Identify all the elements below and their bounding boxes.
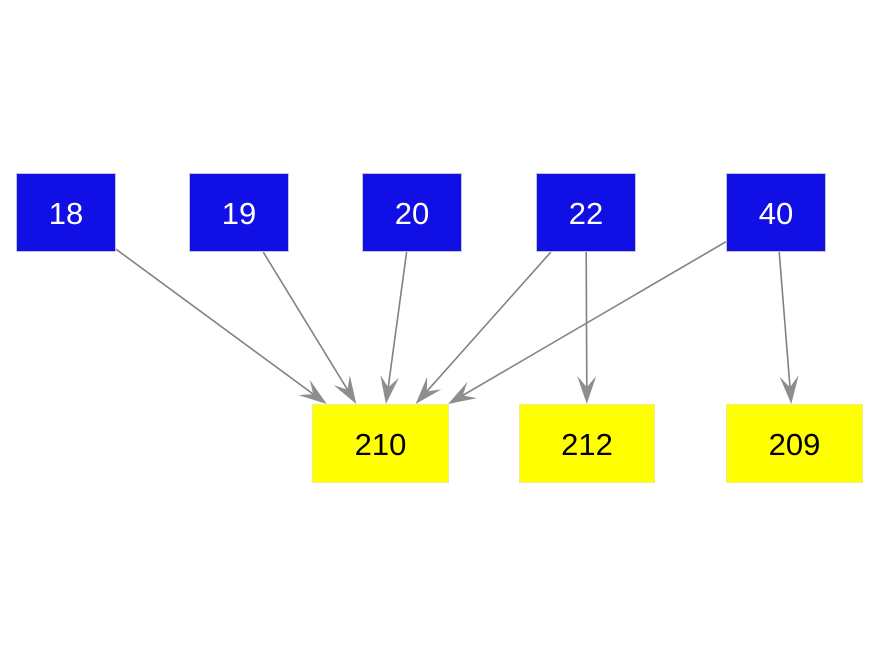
edge-arrowhead-19-210 <box>333 375 357 404</box>
edge-line-22-212 <box>585 251 588 388</box>
edge-line-20-210 <box>387 251 408 388</box>
edge-arrowhead-18-210 <box>298 379 327 404</box>
edge-arrowhead-22-212 <box>577 376 597 404</box>
edge-arrowhead-40-210 <box>448 381 478 404</box>
edge-arrowhead-20-210 <box>380 375 400 404</box>
edge-line-22-210 <box>426 251 552 392</box>
edge-arrowhead-22-210 <box>415 376 442 404</box>
edge-line-40-209 <box>778 251 791 388</box>
edge-line-19-210 <box>262 251 349 391</box>
edge-arrowhead-40-209 <box>779 375 799 404</box>
edge-line-40-210 <box>462 241 727 397</box>
edge-line-18-210 <box>115 248 314 395</box>
